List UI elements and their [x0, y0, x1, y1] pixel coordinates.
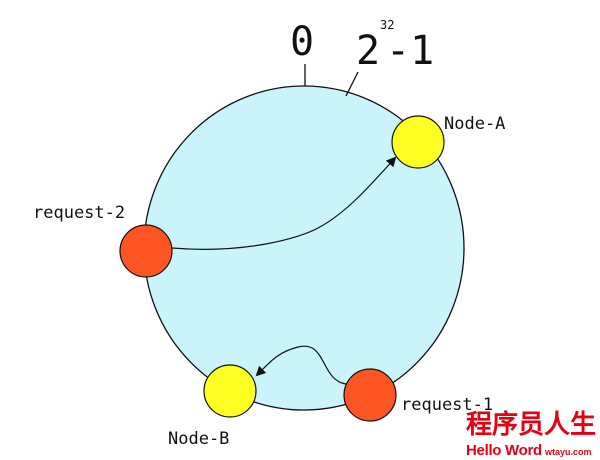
node-a-label: Node-A	[444, 114, 505, 134]
watermark-chinese: 程序员人生	[466, 409, 596, 440]
watermark-english: Hello Word	[466, 442, 542, 459]
request-2-label: request-2	[33, 203, 125, 223]
ring-end-suffix: -1	[386, 28, 434, 74]
ring-end-tick	[345, 71, 359, 97]
ring-start-label: 0	[290, 19, 314, 65]
node-a-circle	[391, 115, 445, 169]
node-b-label: Node-B	[168, 429, 229, 449]
request-1-circle	[343, 368, 397, 422]
request-1-to-node-b-arrow	[255, 345, 347, 385]
request-2-circle	[119, 224, 173, 278]
ring-end-base: 2	[356, 28, 380, 74]
ring-end-exponent: 32	[380, 18, 394, 32]
request-2-to-node-a-arrow	[171, 156, 397, 250]
request-1-label: request-1	[401, 395, 493, 415]
watermark-site: wtayu.com	[544, 447, 592, 457]
node-b-circle	[203, 364, 257, 418]
